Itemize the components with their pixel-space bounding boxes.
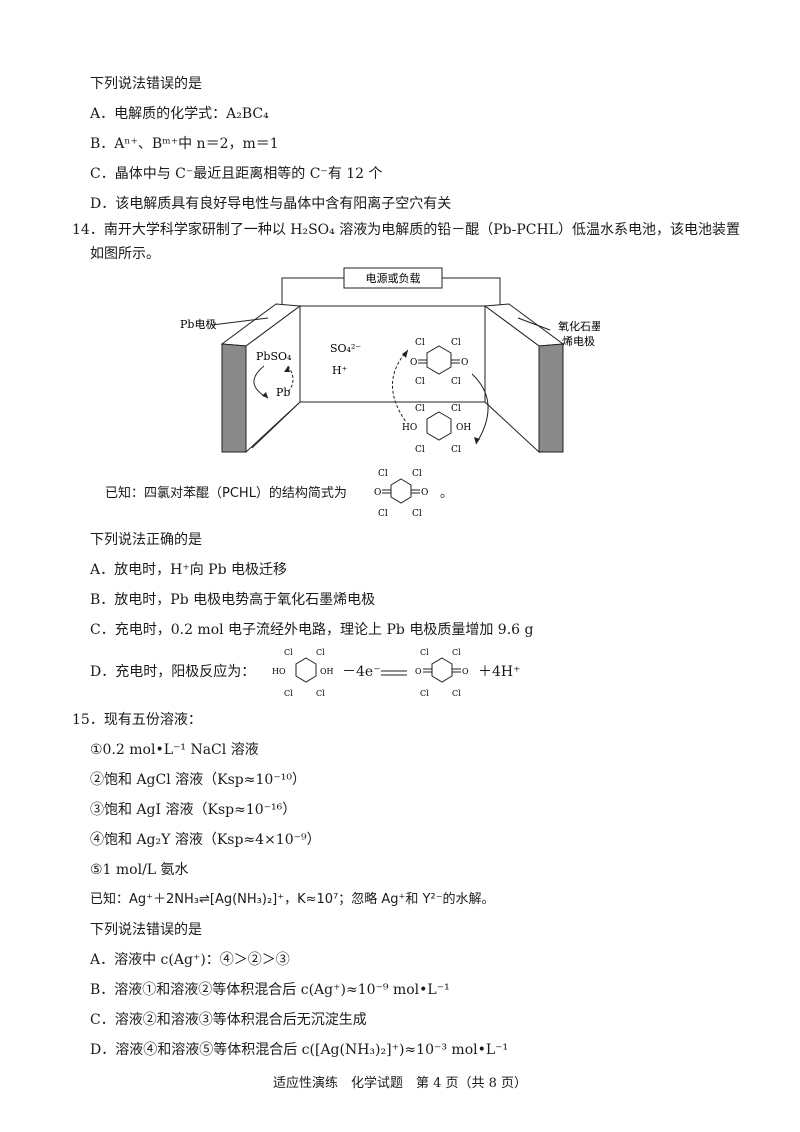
q14-option-b: B．放电时，Pb 电极电势高于氧化石墨烯电极 bbox=[90, 592, 376, 608]
svg-text:Cl: Cl bbox=[415, 338, 425, 348]
q14-stem: 下列说法正确的是 bbox=[90, 532, 202, 548]
pb-electrode-label: Pb电极 bbox=[180, 317, 216, 331]
q15-stem-line1: 15．现有五份溶液： bbox=[72, 712, 202, 728]
svg-text:Cl: Cl bbox=[452, 648, 461, 657]
proton: H⁺ bbox=[332, 364, 348, 377]
svg-text:Cl: Cl bbox=[412, 509, 422, 519]
q15-option-b: B．溶液①和溶液②等体积混合后 c(Ag⁺)≈10⁻⁹ mol•L⁻¹ bbox=[90, 982, 450, 998]
svg-text:Cl: Cl bbox=[412, 469, 422, 479]
right-wire bbox=[442, 277, 501, 306]
pb-electrode-face bbox=[221, 343, 247, 453]
svg-text:Cl: Cl bbox=[452, 689, 461, 698]
svg-text:O: O bbox=[410, 358, 417, 368]
svg-text:O: O bbox=[461, 358, 468, 368]
q14-stem-line2: 如图所示。 bbox=[90, 246, 160, 262]
q15-solution-2: ②饱和 AgCl 溶液（Ksp≈10⁻¹⁰） bbox=[90, 772, 306, 788]
svg-text:Cl: Cl bbox=[451, 338, 461, 348]
svg-text:Cl: Cl bbox=[415, 404, 425, 414]
q13-option-d: D．该电解质具有良好导电性与晶体中含有阳离子空穴有关 bbox=[90, 196, 452, 212]
q15-option-a: A．溶液中 c(Ag⁺)：④＞②＞③ bbox=[90, 952, 290, 968]
pchl-inline-structure: O O Cl Cl Cl Cl bbox=[374, 469, 428, 519]
q14-option-a: A．放电时，H⁺向 Pb 电极迁移 bbox=[90, 562, 287, 578]
svg-text:Cl: Cl bbox=[378, 469, 388, 479]
svg-text:Cl: Cl bbox=[420, 689, 429, 698]
pb-label: Pb bbox=[276, 386, 290, 399]
svg-text:Cl: Cl bbox=[415, 377, 425, 387]
q13-stem: 下列说法错误的是 bbox=[90, 76, 202, 92]
svg-text:Cl: Cl bbox=[284, 689, 293, 698]
q15-known: 已知：Ag⁺＋2NH₃⇌[Ag(NH₃)₂]⁺，K≈10⁷；忽略 Ag⁺和 Y²… bbox=[90, 892, 495, 907]
page-footer: 适应性演练 化学试题 第 4 页（共 8 页） bbox=[272, 1076, 528, 1091]
left-wire bbox=[281, 277, 344, 306]
hydroquinone-structure: HO OH Cl Cl Cl Cl bbox=[402, 404, 471, 455]
q15-solution-5: ⑤1 mol/L 氨水 bbox=[90, 862, 189, 878]
q15-stem: 下列说法错误的是 bbox=[90, 922, 202, 938]
svg-text:Cl: Cl bbox=[316, 689, 325, 698]
q14-option-d-suffix: ＋4H⁺ bbox=[478, 664, 521, 680]
q15-option-d: D．溶液④和溶液⑤等体积混合后 c([Ag(NH₃)₂]⁺)≈10⁻³ mol•… bbox=[90, 1042, 509, 1058]
svg-text:HO: HO bbox=[272, 667, 286, 676]
quinone-inline-structure: O O Cl Cl Cl Cl bbox=[415, 648, 469, 698]
svg-text:O: O bbox=[462, 667, 469, 676]
load-label: 电源或负载 bbox=[366, 271, 421, 285]
q15-option-c: C．溶液②和溶液③等体积混合后无沉淀生成 bbox=[90, 1012, 367, 1028]
svg-text:Cl: Cl bbox=[284, 648, 293, 657]
q14-option-c: C．充电时，0.2 mol 电子流经外电路，理论上 Pb 电极质量增加 9.6 … bbox=[90, 622, 534, 638]
svg-text:O: O bbox=[374, 488, 381, 498]
svg-text:O: O bbox=[415, 667, 422, 676]
go-electrode-label-1: 氧化石墨 bbox=[558, 319, 600, 333]
q14-known-prefix: 已知：四氯对苯醌（PCHL）的结构简式为 bbox=[105, 486, 347, 501]
svg-text:Cl: Cl bbox=[316, 648, 325, 657]
q15-solution-4: ④饱和 Ag₂Y 溶液（Ksp≈4×10⁻⁹） bbox=[90, 832, 321, 848]
svg-text:Cl: Cl bbox=[451, 404, 461, 414]
go-electrode-label-2: 烯电极 bbox=[562, 334, 595, 348]
svg-text:Cl: Cl bbox=[415, 445, 425, 455]
q15-solution-3: ③饱和 AgI 溶液（Ksp≈10⁻¹⁶） bbox=[90, 802, 297, 818]
q14-stem-line1: 14．南开大学科学家研制了一种以 H₂SO₄ 溶液为电解质的铅－醌（Pb-PCH… bbox=[72, 222, 740, 238]
q13-option-c: C．晶体中与 C⁻最近且距离相等的 C⁻有 12 个 bbox=[90, 166, 383, 182]
hydroquinone-inline-structure: HO OH Cl Cl Cl Cl bbox=[272, 648, 334, 698]
pb-cycle-arrow-dashed bbox=[287, 365, 294, 393]
q14-known-suffix: 。 bbox=[440, 486, 454, 501]
svg-text:OH: OH bbox=[456, 423, 471, 433]
reduction-arrow-dashed bbox=[392, 349, 409, 423]
svg-text:O: O bbox=[421, 488, 428, 498]
oxidation-arrow-solid bbox=[471, 373, 489, 445]
sulfate-ion: SO₄²⁻ bbox=[330, 342, 361, 355]
q15-solution-1: ①0.2 mol•L⁻¹ NaCl 溶液 bbox=[90, 742, 259, 758]
battery-diagram: 电源或负载 Pb电极 氧化石墨 烯电极 PbSO₄ Pb SO₄²⁻ H⁺ O … bbox=[180, 267, 600, 455]
svg-text:OH: OH bbox=[320, 667, 334, 676]
svg-text:Cl: Cl bbox=[451, 445, 461, 455]
svg-text:Cl: Cl bbox=[451, 377, 461, 387]
equals-sign bbox=[381, 670, 407, 676]
q14-option-d-prefix: D．充电时，阳极反应为： bbox=[90, 664, 256, 680]
q13-option-b: B．Aⁿ⁺、Bᵐ⁺中 n＝2，m＝1 bbox=[90, 136, 279, 152]
pbso4-label: PbSO₄ bbox=[256, 350, 292, 363]
pchl-structure: O O Cl Cl Cl Cl bbox=[410, 338, 468, 387]
svg-text:HO: HO bbox=[402, 423, 417, 433]
svg-text:Cl: Cl bbox=[420, 648, 429, 657]
go-electrode-face bbox=[538, 343, 564, 453]
q14-option-d-mid: －4e⁻ bbox=[342, 664, 381, 680]
svg-text:Cl: Cl bbox=[378, 509, 388, 519]
q13-option-a: A．电解质的化学式：A₂BC₄ bbox=[90, 106, 269, 122]
